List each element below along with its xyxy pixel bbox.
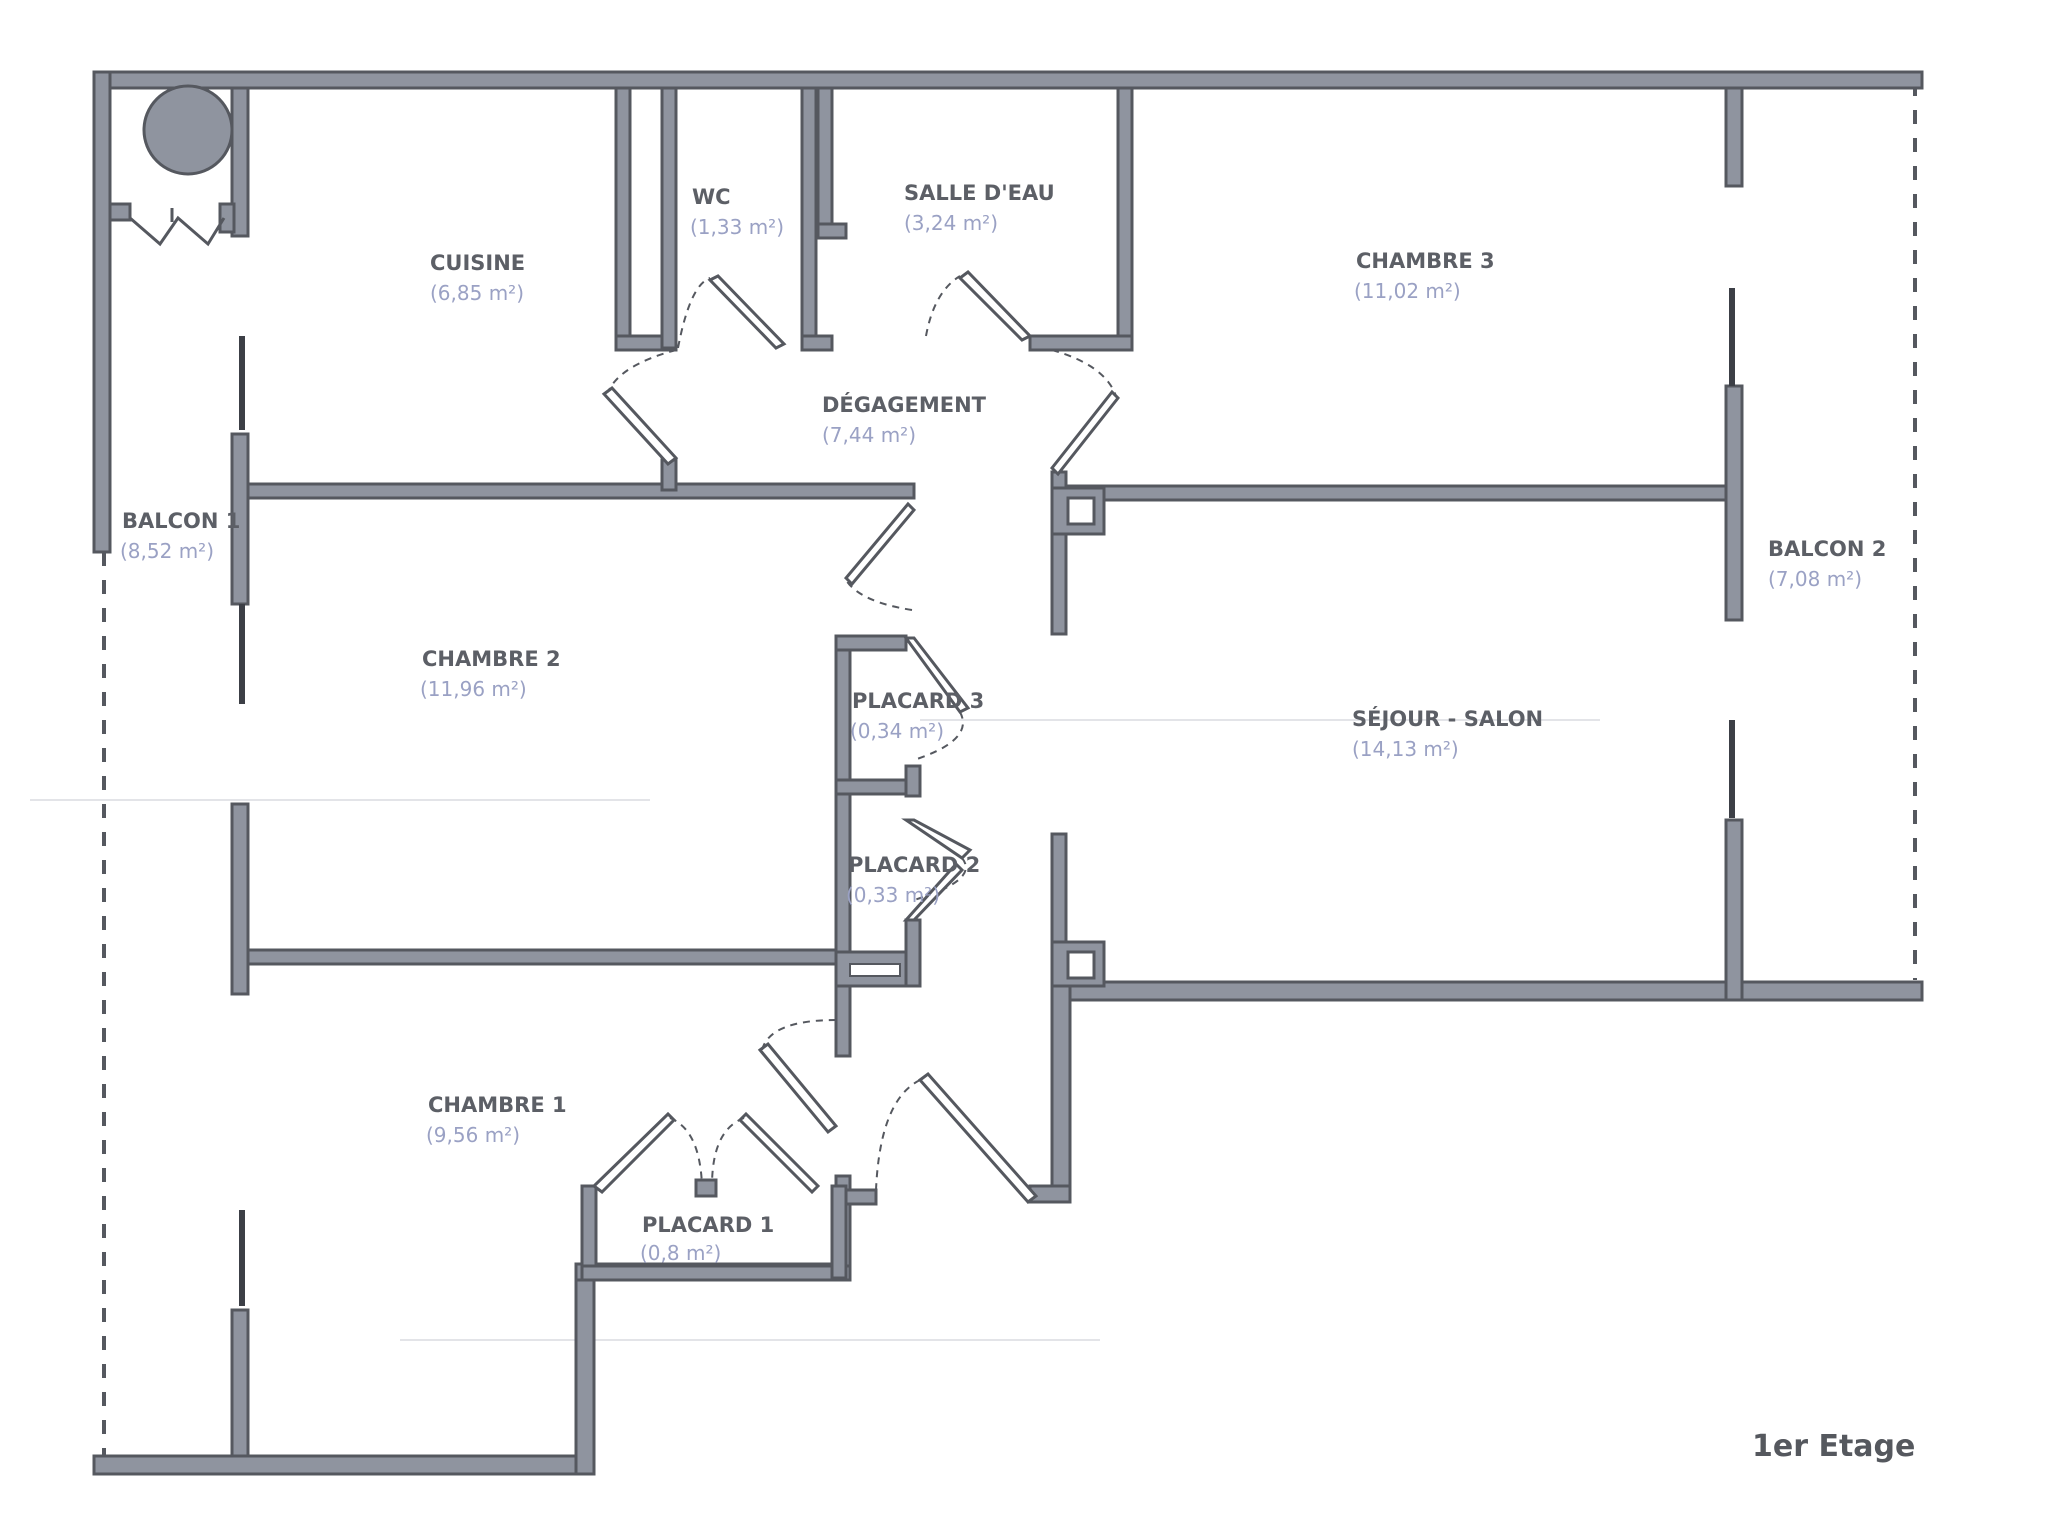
room-cuisine: CUISINE (6,85 m²) [430,251,525,305]
room-area: (11,02 m²) [1354,279,1461,303]
room-name: CHAMBRE 1 [428,1093,567,1117]
room-degagement: DÉGAGEMENT (7,44 m²) [822,392,987,447]
west-facade [230,86,250,1458]
exterior-walls [92,70,1924,1476]
room-area: (7,08 m²) [1768,567,1862,591]
doors [591,270,1121,1205]
room-chambre-2: CHAMBRE 2 (11,96 m²) [420,647,561,701]
balcony-edges [102,82,1917,1456]
room-area: (0,8 m²) [640,1241,721,1265]
room-balcon-2: BALCON 2 (7,08 m²) [1768,537,1886,591]
room-area: (14,13 m²) [1352,737,1459,761]
room-area: (7,44 m²) [822,423,916,447]
room-name: DÉGAGEMENT [822,392,987,417]
room-balcon-1: BALCON 1 (8,52 m²) [120,509,240,563]
room-wc: WC (1,33 m²) [690,185,784,239]
room-area: (3,24 m²) [904,211,998,235]
background-marks [30,719,1600,1341]
room-name: CUISINE [430,251,525,275]
room-name: SÉJOUR - SALON [1352,706,1543,731]
kitchen-fixtures [108,84,236,247]
floor-label: 1er Etage [1752,1429,1915,1464]
room-sejour-salon: SÉJOUR - SALON (14,13 m²) [1352,706,1543,761]
room-area: (9,56 m²) [426,1123,520,1147]
room-area: (8,52 m²) [120,539,214,563]
room-placard-2: PLACARD 2 (0,33 m²) [846,853,980,907]
room-area: (6,85 m²) [430,281,524,305]
room-name: PLACARD 3 [852,689,984,713]
room-area: (0,34 m²) [850,719,944,743]
interior-walls [246,86,1728,1282]
room-placard-1: PLACARD 1 (0,8 m²) [640,1213,774,1265]
room-name: BALCON 2 [1768,537,1886,561]
room-name: BALCON 1 [122,509,240,533]
room-area: (1,33 m²) [690,215,784,239]
room-name: CHAMBRE 3 [1356,249,1495,273]
room-salle-deau: SALLE D'EAU (3,24 m²) [904,181,1055,235]
room-name: WC [692,185,731,209]
room-chambre-1: CHAMBRE 1 (9,56 m²) [426,1093,567,1147]
room-name: PLACARD 1 [642,1213,774,1237]
room-chambre-3: CHAMBRE 3 (11,02 m²) [1354,249,1495,303]
room-labels: CUISINE (6,85 m²) WC (1,33 m²) SALLE D'E… [120,181,1886,1265]
room-name: PLACARD 2 [848,853,980,877]
room-area: (0,33 m²) [846,883,940,907]
east-facade [1724,86,1744,1002]
room-name: CHAMBRE 2 [422,647,561,671]
room-area: (11,96 m²) [420,677,527,701]
room-placard-3: PLACARD 3 (0,34 m²) [850,689,984,743]
room-name: SALLE D'EAU [904,181,1055,205]
